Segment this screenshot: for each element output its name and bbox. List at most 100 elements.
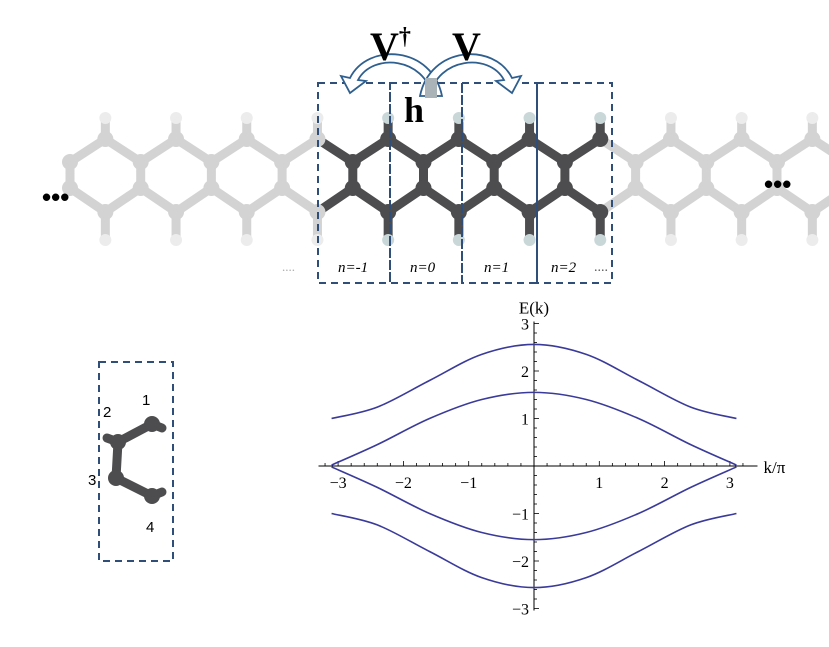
- carbon-atom: [168, 204, 185, 220]
- carbon-atom: [274, 180, 291, 196]
- energy-band-2: [331, 391, 737, 466]
- carbon-atom: [415, 154, 432, 170]
- unit-cell-box: [98, 361, 174, 562]
- hydrogen-atom: [523, 234, 536, 246]
- carbon-atom: [344, 154, 361, 170]
- carbon-atom: [380, 204, 397, 220]
- hydrogen-atom: [664, 234, 677, 246]
- hydrogen-atom: [382, 112, 395, 124]
- carbon-atom: [97, 131, 114, 147]
- carbon-atom: [733, 131, 750, 147]
- hop-right-arrow: [418, 53, 523, 97]
- y-tick-label: −2: [512, 554, 529, 571]
- hop-left-label: V†: [370, 24, 411, 69]
- carbon-atom: [521, 204, 538, 220]
- hydrogen-atom: [452, 234, 465, 246]
- hop-left-arrow: [339, 53, 444, 97]
- y-tick-label: −3: [512, 602, 529, 619]
- carbon-atom: [450, 131, 467, 147]
- site-label-4: 4: [146, 519, 154, 536]
- cell-box-n-2: [536, 82, 613, 284]
- x-tick-label: −3: [330, 475, 347, 492]
- onsite-label: h: [404, 90, 424, 130]
- carbon-atom: [274, 154, 291, 170]
- hydrogen-atom: [735, 112, 748, 124]
- carbon-atom: [450, 204, 467, 220]
- hop-junction: [425, 78, 437, 98]
- unit-cell-detail: 1 2 3 4: [88, 361, 174, 562]
- carbon-atom: [662, 131, 679, 147]
- hydrogen-atom: [99, 234, 112, 246]
- carbon-atom: [344, 180, 361, 196]
- cell-label-n-minus-1: n=-1: [338, 260, 368, 276]
- carbon-atom: [97, 204, 114, 220]
- carbon-atom: [238, 131, 255, 147]
- carbon-atom: [168, 131, 185, 147]
- hydrogen-atom: [735, 234, 748, 246]
- site-3-atom: [108, 470, 124, 486]
- carbon-atom: [132, 154, 149, 170]
- polyacene-chain: [62, 112, 829, 246]
- x-tick-label: 3: [726, 475, 734, 492]
- hydrogen-atom: [594, 112, 607, 124]
- dots-right: ....: [594, 260, 608, 275]
- carbon-atom: [556, 154, 573, 170]
- carbon-atom: [592, 204, 609, 220]
- carbon-atom: [521, 131, 538, 147]
- hydrogen-atom: [240, 234, 253, 246]
- dagger-superscript: †: [399, 24, 411, 50]
- chart-bands: [331, 343, 737, 589]
- hydrogen-atom: [594, 234, 607, 246]
- y-tick-label: −1: [512, 507, 529, 524]
- y-tick-label: 3: [521, 317, 529, 334]
- carbon-atom: [556, 180, 573, 196]
- energy-band-1: [331, 343, 737, 420]
- site-2-atom: [110, 434, 126, 450]
- y-axis-label: E(k): [519, 299, 549, 318]
- carbon-atom: [804, 131, 821, 147]
- hydrogen-atom: [382, 234, 395, 246]
- site-1-atom: [144, 416, 160, 432]
- site-label-1: 1: [142, 392, 150, 409]
- x-tick-label: −1: [460, 475, 477, 492]
- carbon-atom: [804, 204, 821, 220]
- x-axis-label: k/π: [763, 458, 785, 477]
- site-4-atom: [144, 488, 160, 504]
- carbon-atom: [380, 131, 397, 147]
- x-tick-label: 2: [661, 475, 669, 492]
- carbon-atom: [733, 204, 750, 220]
- carbon-atom: [486, 180, 503, 196]
- cell-label-n-2: n=2: [551, 260, 577, 276]
- energy-band-4: [331, 512, 737, 589]
- cell-label-n-1: n=1: [484, 260, 509, 276]
- hydrogen-atom: [99, 112, 112, 124]
- hydrogen-atom: [170, 234, 183, 246]
- ellipsis-right: •••: [764, 169, 791, 199]
- carbon-atom: [627, 180, 644, 196]
- carbon-atom: [698, 180, 715, 196]
- carbon-atom: [769, 154, 785, 170]
- carbon-atom: [415, 180, 432, 196]
- carbon-atom: [662, 204, 679, 220]
- carbon-atom: [203, 154, 220, 170]
- carbon-atom: [698, 154, 715, 170]
- hop-right-label: V: [452, 24, 481, 69]
- site-label-3: 3: [88, 472, 96, 489]
- carbon-atom: [62, 154, 78, 170]
- hydrogen-atom: [523, 112, 536, 124]
- carbon-atom: [627, 154, 644, 170]
- carbon-atom: [238, 204, 255, 220]
- y-tick-label: 2: [521, 364, 529, 381]
- carbon-atom: [592, 131, 609, 147]
- carbon-atom: [203, 180, 220, 196]
- carbon-atom: [132, 180, 149, 196]
- hydrogen-atom: [452, 112, 465, 124]
- carbon-atom: [486, 154, 503, 170]
- hopping-arrows: [339, 53, 523, 97]
- ellipsis-left: •••: [42, 182, 69, 212]
- atoms: [62, 112, 821, 246]
- carbon-atom: [62, 180, 78, 196]
- x-tick-label: −2: [395, 475, 412, 492]
- faded-bonds: [65, 113, 829, 245]
